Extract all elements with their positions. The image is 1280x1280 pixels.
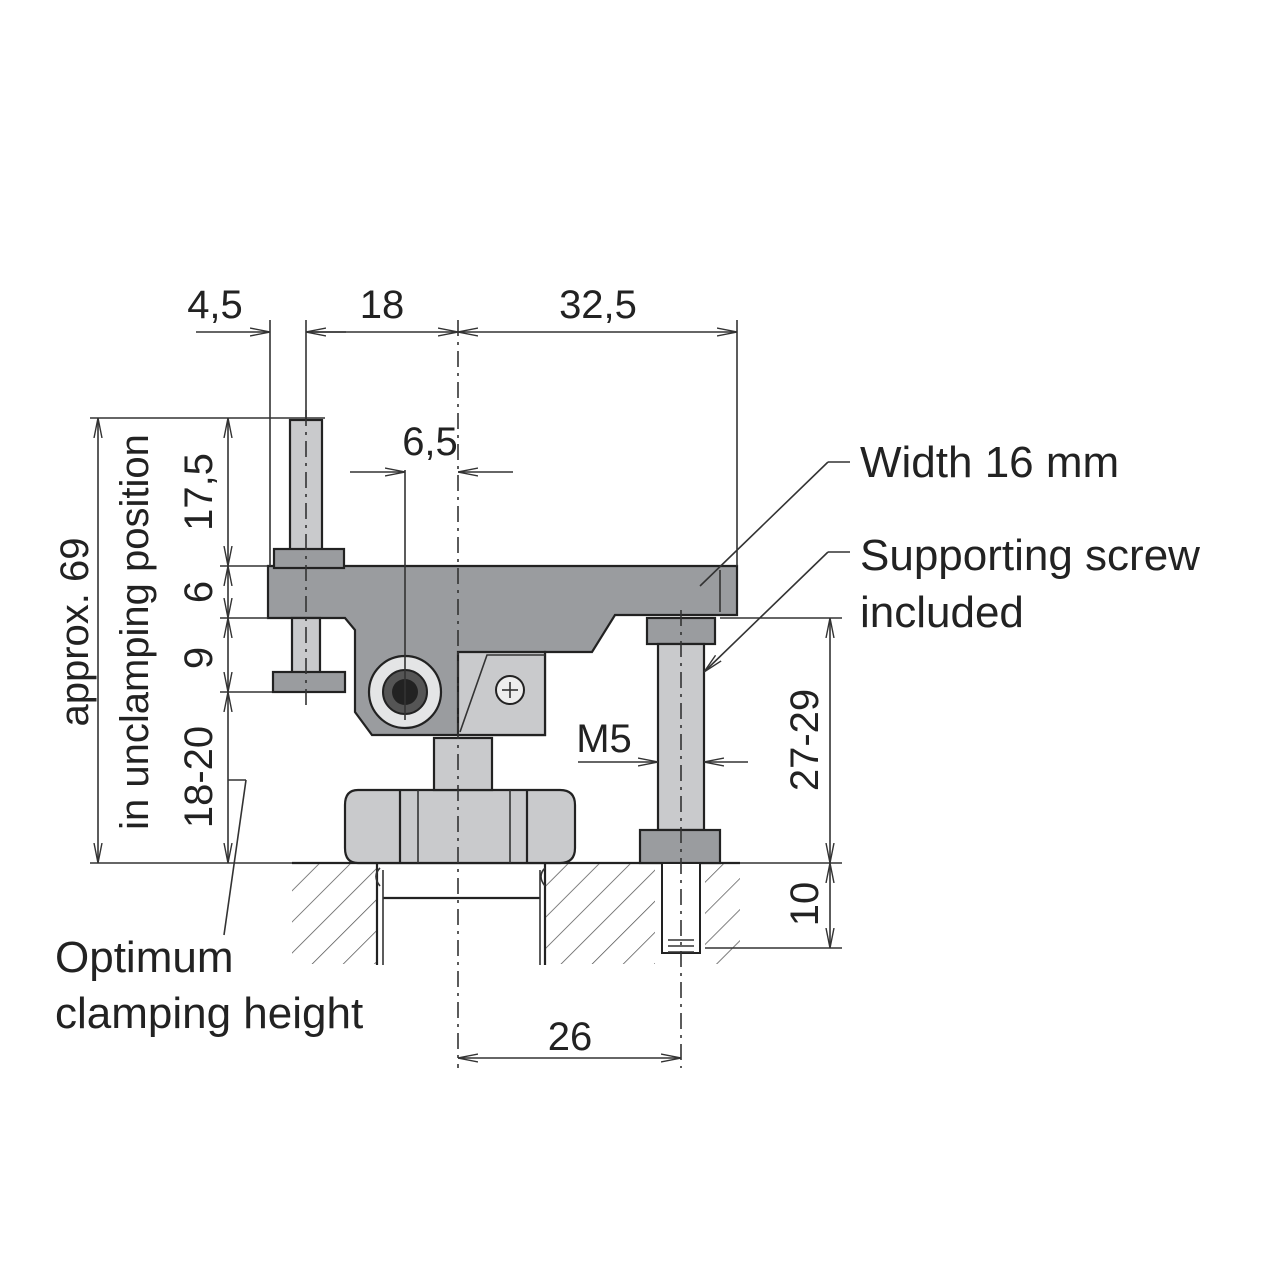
note-clamping-height: clamping height [55, 989, 363, 1038]
clamping-nut [343, 736, 577, 887]
dim-18: 18 [360, 283, 405, 327]
note-supporting-screw: Supporting screw [860, 531, 1200, 580]
dim-unclamping-position: in unclamping position [113, 434, 157, 830]
dim-17-5: 17,5 [177, 453, 221, 531]
dim-6-5: 6,5 [402, 420, 458, 464]
dim-9: 9 [177, 647, 221, 669]
dim-27-29: 27-29 [783, 689, 827, 791]
note-included: included [860, 588, 1024, 637]
dim-m5: M5 [576, 717, 632, 761]
dim-10: 10 [783, 882, 827, 927]
note-optimum: Optimum [55, 933, 233, 982]
dim-32-5: 32,5 [559, 283, 637, 327]
leader-supporting-screw [704, 551, 850, 672]
dim-6: 6 [177, 581, 221, 603]
dim-18-20: 18-20 [177, 726, 221, 828]
base-table [292, 861, 740, 965]
pressure-screw [271, 418, 347, 694]
dim-approx-69: approx. 69 [53, 537, 97, 726]
note-width: Width 16 mm [860, 438, 1119, 487]
extension-lines [90, 320, 842, 949]
leader-width [699, 461, 850, 587]
dim-line-18-20 [223, 692, 247, 936]
dim-4-5: 4,5 [187, 283, 243, 327]
dim-26: 26 [548, 1015, 593, 1059]
